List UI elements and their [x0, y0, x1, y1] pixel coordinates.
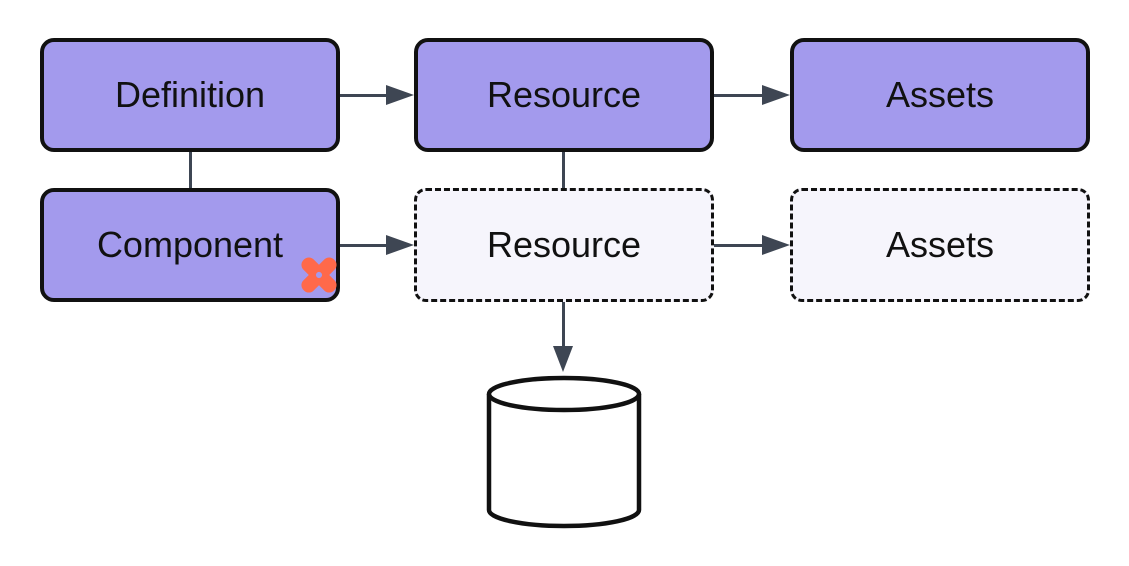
- arrowhead-right-icon: [386, 85, 414, 105]
- node-resource-dashed-label: Resource: [486, 224, 642, 265]
- edge-resource-dashed-to-assets-dashed-line: [714, 244, 762, 247]
- node-component: Component: [40, 188, 340, 302]
- arrowhead-right-icon: [762, 85, 790, 105]
- edge-resource-dashed-to-database-line: [562, 302, 565, 346]
- edge-definition-to-component-line: [189, 152, 192, 188]
- node-assets-dashed: Assets: [790, 188, 1090, 302]
- node-assets-dashed-label: Assets: [885, 224, 995, 265]
- arrowhead-down-icon: [553, 346, 573, 372]
- node-assets-solid-label: Assets: [885, 74, 995, 115]
- node-resource-solid: Resource: [414, 38, 714, 152]
- arrowhead-right-icon: [762, 235, 790, 255]
- edge-component-to-resource-dashed-line: [340, 244, 388, 247]
- edge-resource-to-resource-dashed-line: [562, 152, 565, 188]
- node-resource-dashed: Resource: [414, 188, 714, 302]
- database-cylinder-icon: [486, 375, 642, 529]
- node-definition: Definition: [40, 38, 340, 152]
- edge-definition-to-resource-line: [340, 94, 388, 97]
- node-resource-solid-label: Resource: [486, 74, 642, 115]
- node-component-label: Component: [96, 224, 284, 265]
- arrowhead-right-icon: [386, 235, 414, 255]
- edge-resource-to-assets-line: [714, 94, 762, 97]
- node-assets-solid: Assets: [790, 38, 1090, 152]
- dbt-logo-icon: [301, 257, 337, 293]
- node-definition-label: Definition: [114, 74, 266, 115]
